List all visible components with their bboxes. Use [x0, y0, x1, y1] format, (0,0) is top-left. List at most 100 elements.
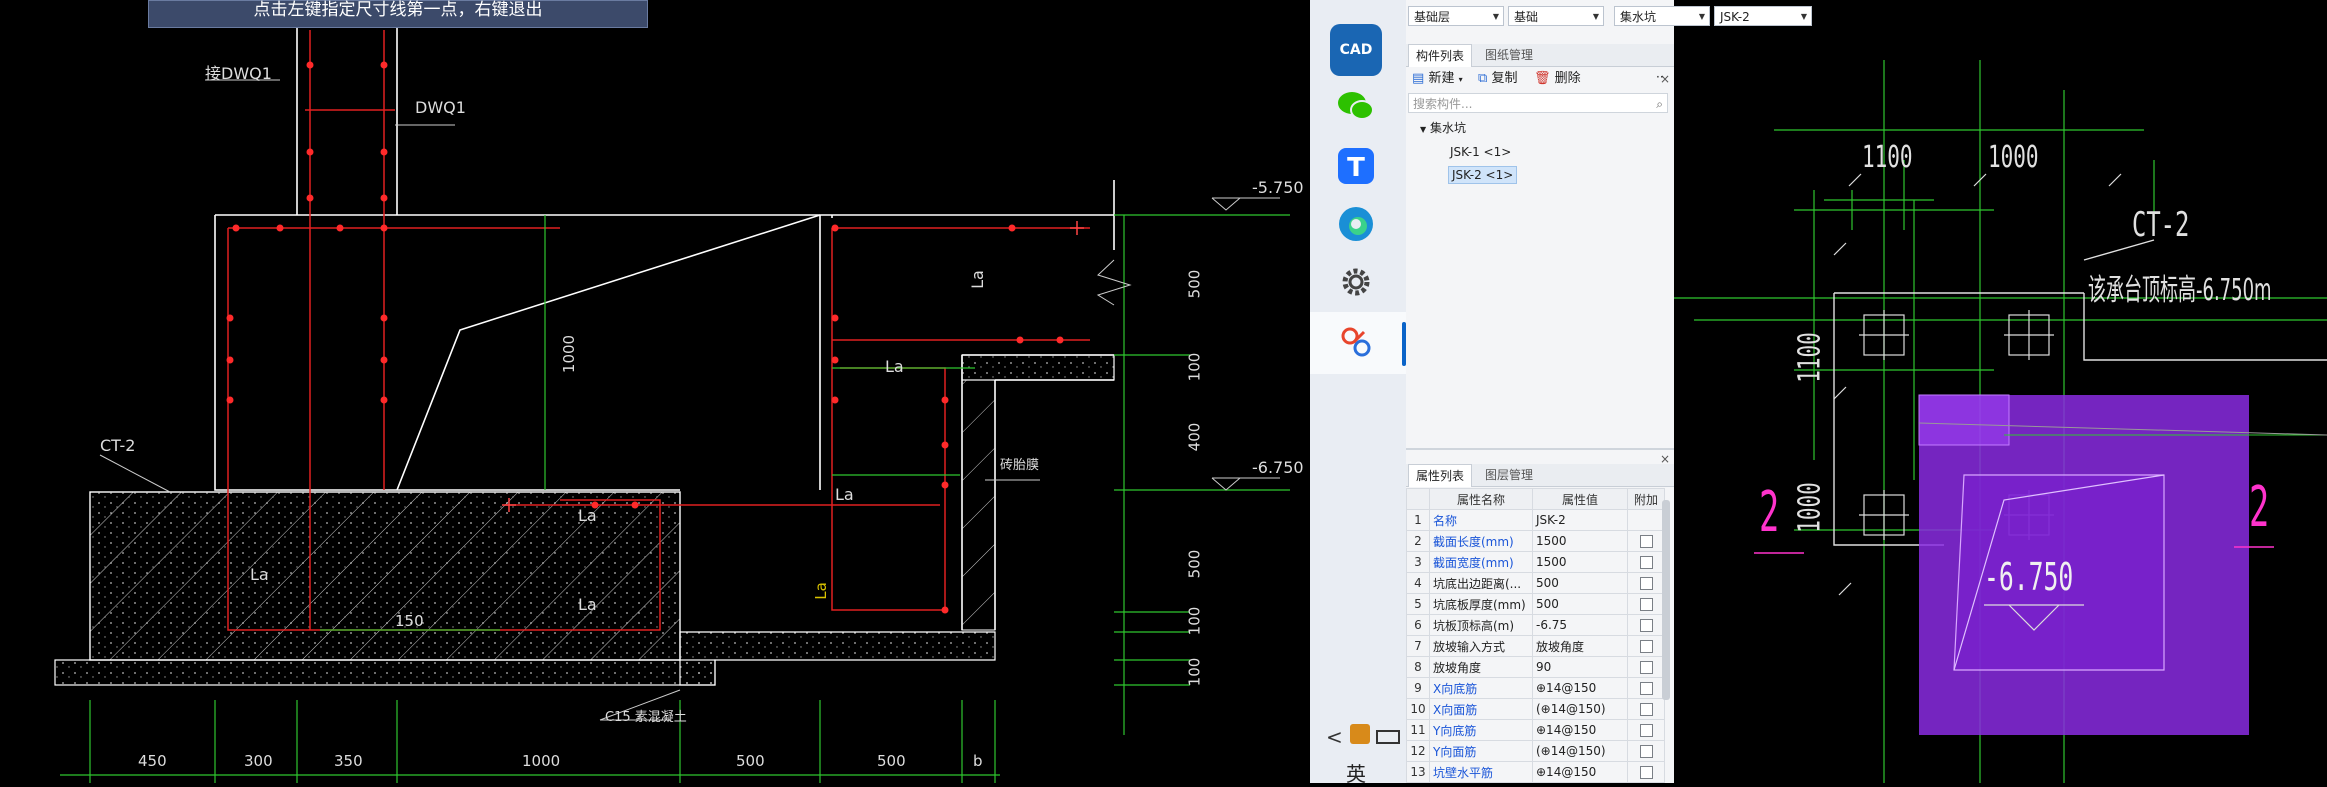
extra-checkbox-cell	[1627, 698, 1665, 720]
extra-checkbox-cell	[1627, 677, 1665, 699]
label-la-6: La	[967, 270, 987, 289]
property-value[interactable]: 90	[1532, 656, 1628, 678]
battery-icon[interactable]	[1376, 730, 1400, 744]
extra-checkbox[interactable]	[1639, 745, 1653, 758]
tab-layer-manager[interactable]: 图层管理	[1485, 468, 1534, 482]
label-la-1: La	[885, 357, 904, 376]
copy-button[interactable]: ⧉ 复制	[1478, 71, 1518, 86]
row-index: 13	[1406, 761, 1430, 783]
property-name: 截面宽度(mm)	[1429, 551, 1533, 573]
row-index: 4	[1406, 572, 1430, 594]
tree-item-jsk2[interactable]: JSK-2 <1>	[1448, 166, 1518, 184]
tray-arrow[interactable]: <	[1326, 725, 1343, 749]
property-value[interactable]: JSK-2	[1532, 509, 1628, 531]
property-value[interactable]: ⊕14@150	[1532, 761, 1628, 783]
delete-button[interactable]: 🗑 删除	[1534, 71, 1581, 86]
section-mark-left: 2	[1759, 480, 1780, 545]
extra-checkbox[interactable]	[1639, 703, 1653, 716]
extra-checkbox-cell	[1627, 656, 1665, 678]
extra-checkbox[interactable]	[1639, 598, 1653, 611]
header-extra: 附加	[1627, 488, 1665, 510]
component-panel: 基础层▼ 基础▼ 集水坑▼ JSK-2▼ 构件列表 图纸管理 × ▤ 新建 ▾ …	[1406, 0, 1812, 783]
panel-close-icon[interactable]: ×	[1660, 452, 1671, 466]
extra-checkbox[interactable]	[1639, 619, 1653, 632]
search-icon: ⌕	[1656, 97, 1663, 111]
dim-right-4: 500	[1185, 549, 1204, 579]
extra-checkbox[interactable]	[1639, 766, 1653, 779]
property-value[interactable]: 500	[1532, 593, 1628, 615]
more-icon[interactable]: ··	[1656, 70, 1664, 84]
tab-drawing-manager[interactable]: 图纸管理	[1485, 48, 1534, 62]
property-value[interactable]: 1500	[1532, 551, 1628, 573]
edge-icon[interactable]	[1330, 198, 1382, 250]
component-tabs: 构件列表 图纸管理	[1406, 44, 1674, 67]
elev-top: -5.750	[1252, 178, 1304, 197]
dim-right-5: 100	[1185, 606, 1204, 636]
property-name: 坑板顶标高(m)	[1429, 614, 1533, 636]
label-150: 150	[395, 612, 424, 630]
extra-checkbox[interactable]	[1639, 724, 1653, 737]
extra-checkbox-cell	[1627, 635, 1665, 657]
wechat-icon[interactable]	[1330, 80, 1382, 132]
extra-checkbox-cell	[1627, 593, 1665, 615]
property-value[interactable]: ⊕14@150	[1532, 719, 1628, 741]
dim-bottom-1: 450	[138, 752, 167, 770]
type-select[interactable]: 集水坑▼	[1614, 6, 1710, 26]
property-name: X向面筋	[1429, 698, 1533, 720]
tray-app-icon[interactable]	[1350, 724, 1370, 744]
extra-checkbox[interactable]	[1639, 535, 1653, 548]
section-mark-right: 2	[2249, 475, 2270, 540]
scrollbar[interactable]	[1662, 500, 1670, 700]
extra-checkbox[interactable]	[1639, 640, 1653, 653]
extra-checkbox[interactable]	[1639, 682, 1653, 695]
category-select[interactable]: 基础▼	[1508, 6, 1604, 26]
property-value[interactable]: (⊕14@150)	[1532, 698, 1628, 720]
cad-canvas-left[interactable]: 点击左键指定尺寸线第一点，右键退出 接DWQ1 DWQ1 CT-2 La La …	[0, 0, 1310, 783]
floor-select[interactable]: 基础层▼	[1408, 6, 1504, 26]
settings-icon[interactable]	[1330, 256, 1382, 308]
divider	[1406, 448, 1674, 450]
section-drawing	[54, 22, 1290, 783]
search-input[interactable]: 搜索构件...⌕	[1408, 93, 1668, 113]
cad-canvas-right[interactable]: 1100 1000 1100 1000 CT-2 该承台顶标高-6.750m -…	[1674, 30, 2327, 783]
property-value[interactable]: 500	[1532, 572, 1628, 594]
extra-checkbox[interactable]	[1639, 556, 1653, 569]
floor-select-value: 基础层	[1414, 10, 1451, 24]
property-value[interactable]: -6.75	[1532, 614, 1628, 636]
property-value[interactable]: 1500	[1532, 530, 1628, 552]
new-button[interactable]: ▤ 新建 ▾	[1412, 71, 1463, 86]
component-select[interactable]: JSK-2▼	[1714, 6, 1812, 26]
extra-checkbox[interactable]	[1639, 661, 1653, 674]
extra-checkbox[interactable]	[1639, 577, 1653, 590]
cad-app-icon[interactable]: CAD	[1330, 24, 1382, 76]
label-elev: -6.750	[1984, 555, 2074, 599]
panel-close-icon[interactable]: ×	[1660, 72, 1671, 86]
glodon-icon[interactable]	[1330, 316, 1382, 368]
ime-indicator[interactable]: 英	[1346, 762, 1366, 786]
tencent-docs-icon[interactable]: T	[1330, 140, 1382, 192]
property-value[interactable]: 放坡角度	[1532, 635, 1628, 657]
tab-property-list[interactable]: 属性列表	[1408, 464, 1473, 487]
property-value[interactable]: ⊕14@150	[1532, 677, 1628, 699]
property-name: 放坡输入方式	[1429, 635, 1533, 657]
tree-item-jsk1[interactable]: JSK-1 <1>	[1450, 145, 1512, 159]
dim-top-2: 1000	[1988, 140, 2039, 175]
label-la-3: La	[578, 506, 597, 525]
tab-component-list[interactable]: 构件列表	[1408, 44, 1473, 67]
property-value[interactable]: (⊕14@150)	[1532, 740, 1628, 762]
tree-root[interactable]: ▼ 集水坑	[1420, 121, 1466, 135]
